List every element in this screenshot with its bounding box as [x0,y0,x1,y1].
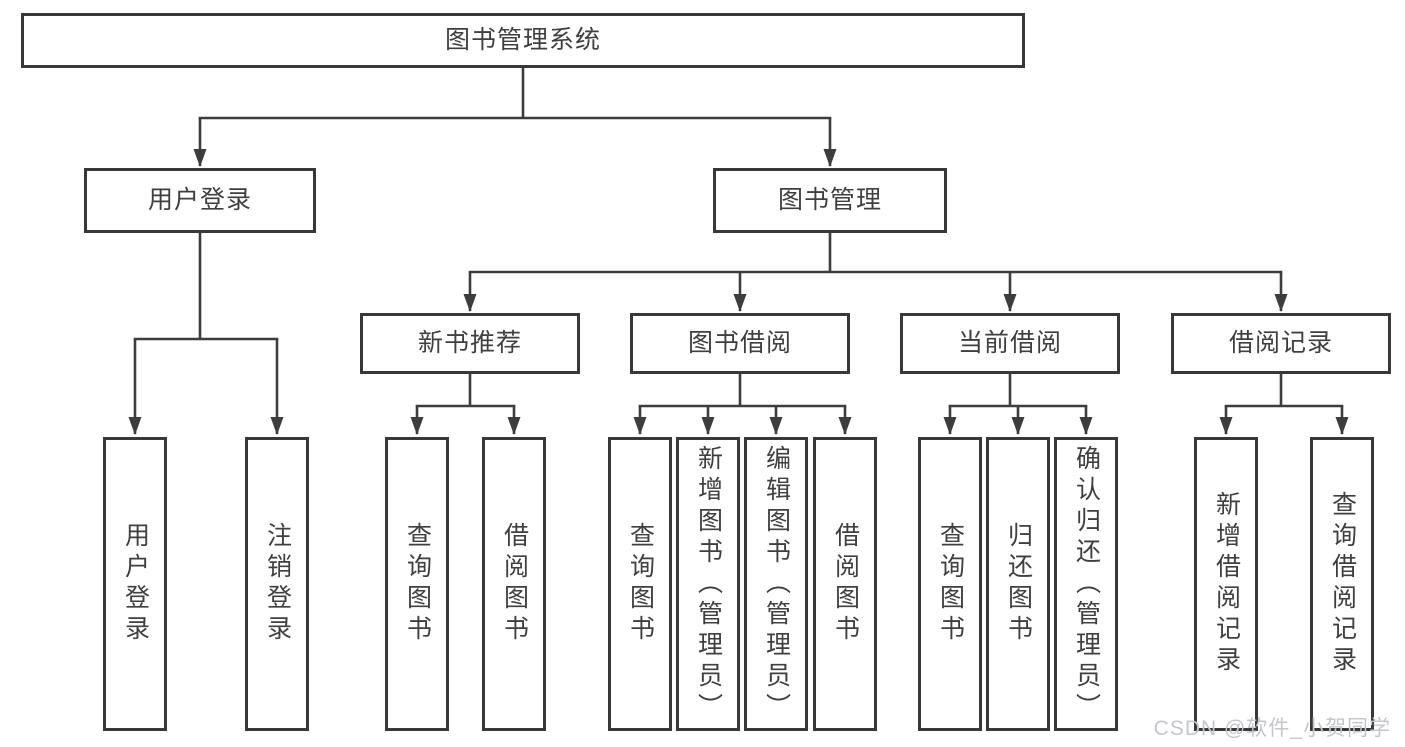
leaf-add-books-admin: 新增图书（管理员） [676,437,740,731]
node-user-login-label: 用户登录 [147,186,252,214]
node-current-borrowing: 当前借阅 [900,313,1120,374]
leaf-edit-books-admin-label: 编辑图书（管理员） [762,444,791,724]
node-new-book-recommendation: 新书推荐 [360,313,580,374]
leaf-query-books-borrow: 查询图书 [608,437,672,731]
leaf-return-books-label: 归还图书 [1004,522,1033,646]
leaf-query-borrow-record-label: 查询借阅记录 [1328,491,1357,677]
leaf-query-books-recommend-label: 查询图书 [403,522,432,646]
leaf-add-borrow-record: 新增借阅记录 [1194,437,1258,731]
leaf-add-books-admin-label: 新增图书（管理员） [694,444,723,724]
leaf-query-books-current: 查询图书 [918,437,982,731]
leaf-borrow-books-label: 借阅图书 [831,522,860,646]
leaf-query-borrow-record: 查询借阅记录 [1310,437,1374,731]
leaf-query-books-recommend: 查询图书 [385,437,449,731]
leaf-query-books-borrow-label: 查询图书 [626,522,655,646]
node-user-login: 用户登录 [84,168,316,233]
leaf-borrow-books-recommend: 借阅图书 [482,437,546,731]
leaf-edit-books-admin: 编辑图书（管理员） [744,437,808,731]
node-root-label: 图书管理系统 [444,26,601,54]
node-book-management-label: 图书管理 [777,186,882,214]
node-book-borrowing: 图书借阅 [630,313,850,374]
leaf-logout: 注销登录 [245,437,309,731]
leaf-return-books: 归还图书 [986,437,1050,731]
node-current-borrowing-label: 当前借阅 [957,329,1062,357]
node-book-management: 图书管理 [713,168,947,233]
node-root: 图书管理系统 [21,13,1025,68]
node-book-borrowing-label: 图书借阅 [687,329,792,357]
leaf-confirm-return-admin: 确认归还（管理员） [1054,437,1118,731]
leaf-logout-label: 注销登录 [263,522,292,646]
node-borrowing-records: 借阅记录 [1171,313,1391,374]
leaf-add-borrow-record-label: 新增借阅记录 [1212,491,1241,677]
leaf-user-login: 用户登录 [103,437,167,731]
leaf-user-login-label: 用户登录 [121,522,150,646]
leaf-confirm-return-admin-label: 确认归还（管理员） [1072,444,1101,724]
node-new-book-recommendation-label: 新书推荐 [417,329,522,357]
leaf-query-books-current-label: 查询图书 [936,522,965,646]
leaf-borrow-books-recommend-label: 借阅图书 [500,522,529,646]
leaf-borrow-books: 借阅图书 [813,437,877,731]
node-borrowing-records-label: 借阅记录 [1228,329,1333,357]
watermark: CSDN @软件_小贺同学 [1153,717,1391,740]
